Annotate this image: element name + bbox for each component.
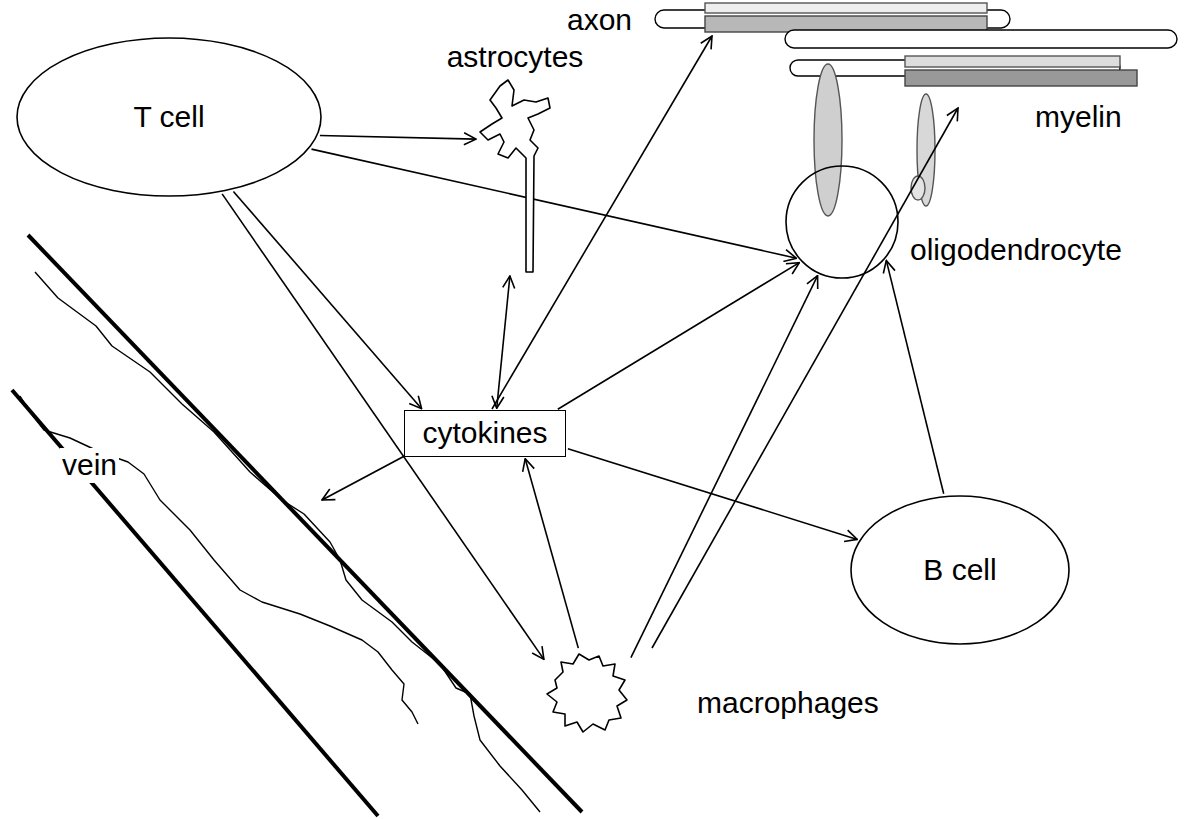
cell-outline xyxy=(478,78,552,274)
connector-arrow xyxy=(568,449,857,540)
axon-myelin-drawing xyxy=(655,3,1177,216)
cell-outline xyxy=(785,165,899,279)
part-label: myelin xyxy=(1033,100,1124,135)
vein-outer-line xyxy=(12,390,378,816)
connector-arrow xyxy=(886,260,943,493)
cell-ellipse: oligodendrocyte xyxy=(785,165,899,279)
cell-outline-shape xyxy=(480,80,550,272)
vein-wall xyxy=(12,235,582,816)
node-text: T cell xyxy=(133,100,204,135)
cell-label: macrophages xyxy=(695,686,881,721)
arrow-to-axon xyxy=(492,36,712,409)
axon-drawing xyxy=(785,30,1177,48)
cell-label: astrocytes xyxy=(445,40,586,75)
cell-shape: astrocytes xyxy=(478,78,552,274)
part-label: vein xyxy=(60,448,119,483)
node-text: cytokines xyxy=(422,416,547,451)
cell-outline-shape xyxy=(786,166,898,278)
arrow-to-vein xyxy=(322,452,412,500)
cell-label: oligodendrocyte xyxy=(908,233,1124,268)
node-text: B cell xyxy=(923,553,996,588)
connector-arrow xyxy=(525,459,578,648)
cell-ellipse: T cell xyxy=(16,37,322,197)
connector-arrow xyxy=(233,191,421,408)
connector-arrow xyxy=(312,149,797,258)
process-box: cytokines xyxy=(404,410,566,457)
connector-arrow xyxy=(320,136,476,140)
cell-shape: macrophages xyxy=(545,650,630,735)
connector-arrow xyxy=(497,276,510,408)
cell-ellipse: B cell xyxy=(850,495,1070,645)
vein-inner-line xyxy=(20,396,418,724)
cell-outline xyxy=(545,650,630,735)
myelin-layer xyxy=(905,56,1120,67)
connector-arrow xyxy=(631,276,818,658)
myelin-layer xyxy=(905,70,1137,86)
vein-outer-line xyxy=(28,235,582,812)
myelin-layer xyxy=(705,3,987,13)
cell-outline-shape xyxy=(851,496,1069,644)
cell-outline-shape xyxy=(17,38,321,196)
cell-outline-shape xyxy=(547,654,627,732)
part-label: axon xyxy=(565,3,634,38)
oligodendrocyte-process xyxy=(814,64,842,216)
vein-inner-line xyxy=(35,272,540,812)
